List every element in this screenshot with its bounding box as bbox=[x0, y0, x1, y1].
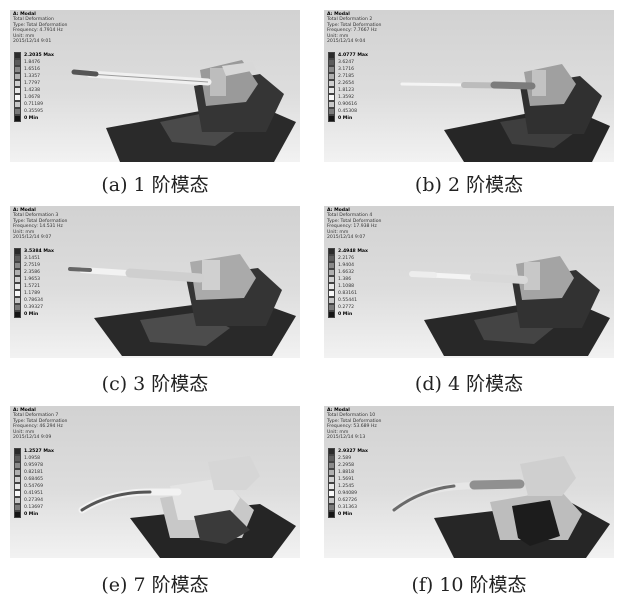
legend-swatch bbox=[328, 311, 335, 318]
legend-swatch bbox=[14, 448, 21, 455]
legend-swatch bbox=[328, 304, 335, 311]
model-render-e bbox=[78, 456, 296, 558]
legend-swatch bbox=[328, 59, 335, 66]
legend-swatch bbox=[14, 115, 21, 122]
legend-swatch bbox=[328, 511, 335, 518]
legend-swatch bbox=[328, 269, 335, 276]
legend-swatch bbox=[328, 283, 335, 290]
legend-swatch bbox=[14, 497, 21, 504]
legend-swatch bbox=[14, 94, 21, 101]
legend-swatch bbox=[328, 66, 335, 73]
legend-swatch bbox=[328, 248, 335, 255]
model-render-f bbox=[390, 456, 610, 558]
legend-swatch bbox=[14, 269, 21, 276]
legend-swatch bbox=[14, 276, 21, 283]
legend-swatch bbox=[14, 87, 21, 94]
legend-swatch bbox=[328, 262, 335, 269]
legend-swatch bbox=[14, 73, 21, 80]
legend-swatch bbox=[328, 462, 335, 469]
legend-swatch bbox=[14, 490, 21, 497]
legend-swatch bbox=[328, 455, 335, 462]
legend-swatch bbox=[328, 87, 335, 94]
result-info: A: Modal Total Deformation 10 Type: Tota… bbox=[327, 408, 382, 441]
legend-swatch bbox=[14, 476, 21, 483]
legend-swatch bbox=[14, 80, 21, 87]
figure-caption-c: (c) 3 阶模态 bbox=[101, 373, 209, 395]
modal-figure-c: A: Modal Total Deformation 3 Type: Total… bbox=[10, 206, 300, 358]
legend-swatch bbox=[14, 59, 21, 66]
legend-swatch bbox=[14, 504, 21, 511]
legend-swatch bbox=[328, 504, 335, 511]
result-info: A: Modal Total Deformation Type: Total D… bbox=[13, 12, 68, 45]
model-render-b bbox=[400, 64, 610, 162]
legend-swatch bbox=[328, 94, 335, 101]
legend-swatch bbox=[328, 469, 335, 476]
legend-swatch bbox=[14, 311, 21, 318]
legend-swatch bbox=[14, 483, 21, 490]
modal-figure-d: A: Modal Total Deformation 4 Type: Total… bbox=[324, 206, 614, 358]
modal-figure-a: A: Modal Total Deformation Type: Total D… bbox=[10, 10, 300, 162]
legend-swatch bbox=[14, 297, 21, 304]
figure-caption-e: (e) 7 阶模态 bbox=[101, 574, 209, 596]
legend-swatch bbox=[14, 469, 21, 476]
legend-swatch bbox=[14, 255, 21, 262]
modal-figure-f: A: Modal Total Deformation 10 Type: Tota… bbox=[324, 406, 614, 558]
legend-swatch bbox=[328, 255, 335, 262]
model-render-a bbox=[71, 60, 296, 162]
legend-swatch bbox=[328, 497, 335, 504]
model-render-d bbox=[409, 256, 610, 356]
figure-caption-b: (b) 2 阶模态 bbox=[414, 174, 524, 196]
figure-caption-f: (f) 10 阶模态 bbox=[411, 574, 527, 596]
legend-swatch bbox=[328, 276, 335, 283]
modal-figure-e: A: Modal Total Deformation 7 Type: Total… bbox=[10, 406, 300, 558]
model-render-c bbox=[68, 254, 296, 356]
legend-swatch bbox=[328, 448, 335, 455]
figure-caption-a: (a) 1 阶模态 bbox=[101, 174, 209, 196]
legend-swatch bbox=[14, 462, 21, 469]
legend-swatch bbox=[328, 52, 335, 59]
result-info: A: Modal Total Deformation 2 Type: Total… bbox=[327, 12, 382, 45]
legend-swatch bbox=[328, 73, 335, 80]
legend-swatch bbox=[14, 283, 21, 290]
legend-swatch bbox=[328, 101, 335, 108]
legend-swatch bbox=[328, 483, 335, 490]
result-info: A: Modal Total Deformation 4 Type: Total… bbox=[327, 208, 382, 241]
legend-swatch bbox=[328, 108, 335, 115]
legend-swatch bbox=[14, 304, 21, 311]
result-info: A: Modal Total Deformation 3 Type: Total… bbox=[13, 208, 68, 241]
modal-figure-b: A: Modal Total Deformation 2 Type: Total… bbox=[324, 10, 614, 162]
legend-swatch bbox=[14, 101, 21, 108]
legend-swatch bbox=[328, 297, 335, 304]
legend-swatch bbox=[14, 66, 21, 73]
legend-swatch bbox=[14, 248, 21, 255]
legend-swatch bbox=[14, 108, 21, 115]
legend-swatch bbox=[14, 511, 21, 518]
legend-swatch bbox=[328, 490, 335, 497]
legend-swatch bbox=[14, 290, 21, 297]
legend-swatch bbox=[328, 80, 335, 87]
figure-caption-d: (d) 4 阶模态 bbox=[414, 373, 524, 395]
legend-swatch bbox=[14, 455, 21, 462]
legend-swatch bbox=[14, 52, 21, 59]
result-info: A: Modal Total Deformation 7 Type: Total… bbox=[13, 408, 68, 441]
legend-swatch bbox=[328, 476, 335, 483]
legend-swatch bbox=[14, 262, 21, 269]
legend-swatch bbox=[328, 115, 335, 122]
legend-swatch bbox=[328, 290, 335, 297]
